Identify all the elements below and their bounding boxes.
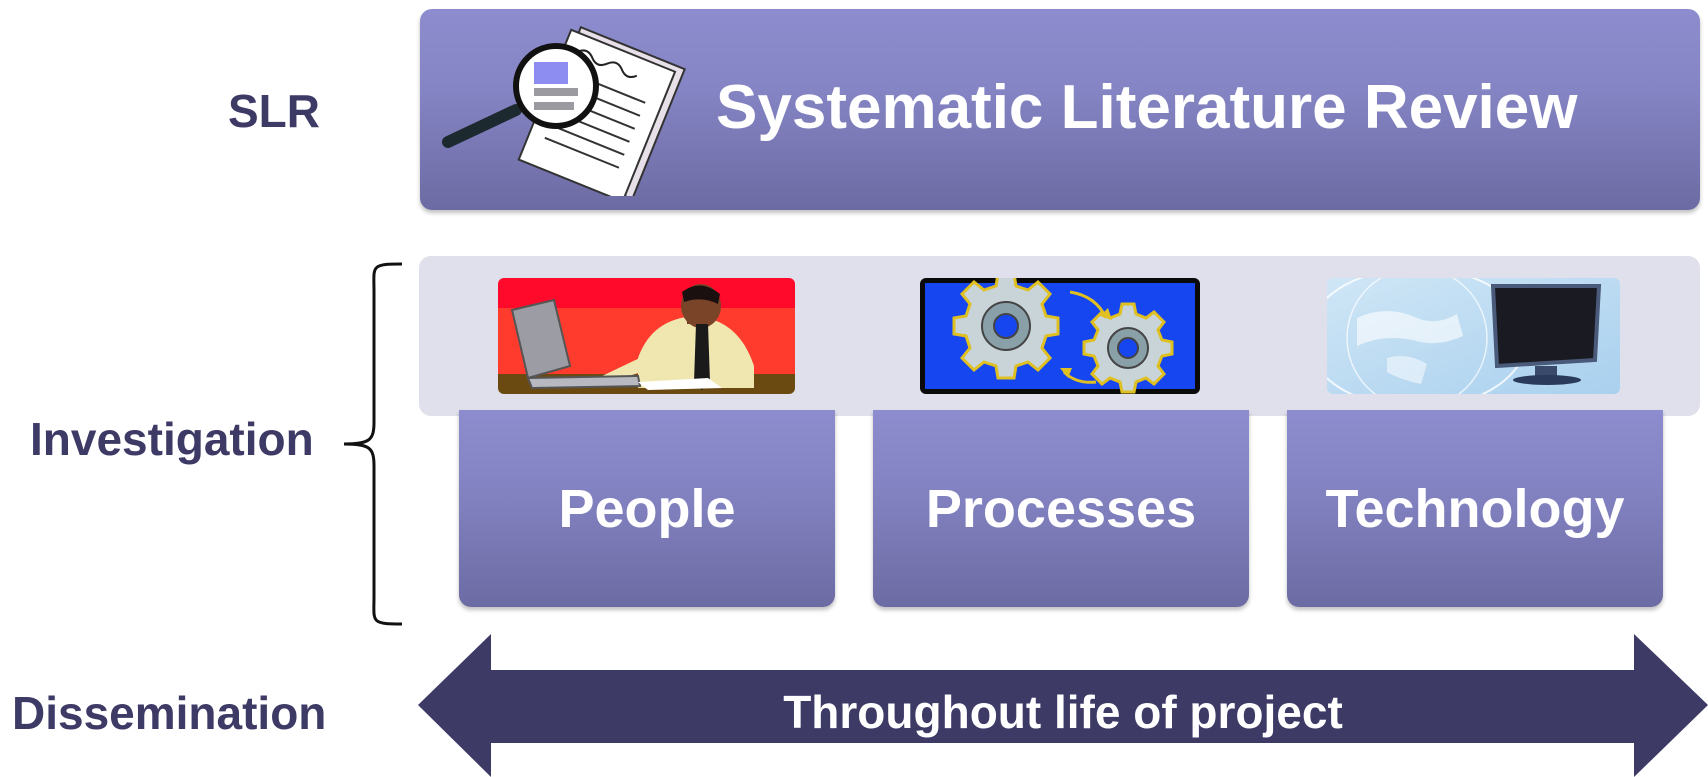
document-magnifier-icon <box>442 26 687 196</box>
slr-title: Systematic Literature Review <box>716 73 1578 142</box>
arrow-label: Throughout life of project <box>783 686 1343 738</box>
pillar-label: Processes <box>925 479 1197 539</box>
person-at-laptop-illustration <box>498 278 795 394</box>
timeline-arrow <box>418 634 1708 777</box>
pillar-technology: Technology <box>1287 410 1663 607</box>
curly-brace <box>343 262 403 626</box>
slr-label: SLR <box>228 85 320 137</box>
globe-monitor-illustration <box>1327 278 1620 394</box>
pillar-processes: Processes <box>873 410 1249 607</box>
gears-illustration <box>920 278 1200 394</box>
pillar-label: Technology <box>1325 479 1625 539</box>
pillar-label: People <box>558 479 736 539</box>
pillar-people: People <box>459 410 835 607</box>
investigation-label: Investigation <box>30 413 314 465</box>
dissemination-label: Dissemination <box>12 687 327 739</box>
